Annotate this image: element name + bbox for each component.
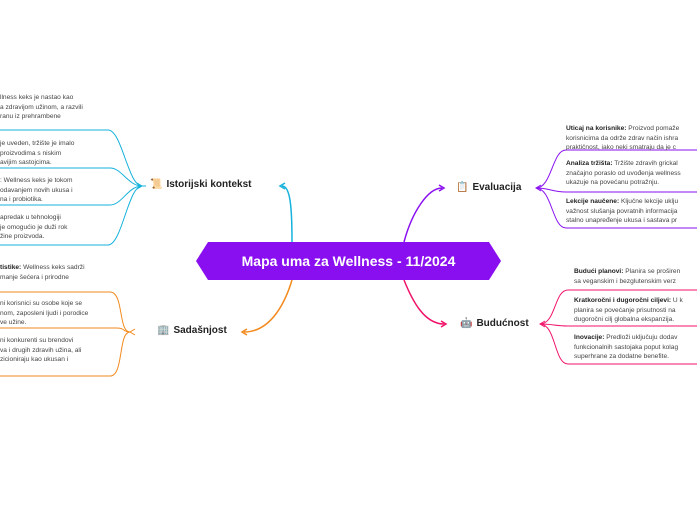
leaf-line: stalno unapređenje ukusa i sastava pr — [566, 217, 678, 225]
leaf-present-3[interactable]: ni konkurenti su brendovi va i drugih zd… — [0, 336, 81, 365]
leaf-line: sa veganskim i bezglutenskim verz — [574, 277, 676, 285]
leaf-line: važnost slušanja povratnih informacija — [566, 207, 678, 215]
leaf-bold: Kratkoročni i dugoročni ciljevi: — [574, 297, 672, 304]
leaf-present-2[interactable]: ni korisnici su osobe koje se nom, zapos… — [0, 299, 88, 328]
link-central-evaluation — [403, 187, 443, 243]
leaf-line: avijim sastojcima. — [0, 159, 52, 167]
leaf-line: značajno poraslo od uvođenja wellness — [566, 169, 681, 177]
link-central-future — [403, 279, 445, 325]
leaf-present-1[interactable]: tistike: Wellness keks sadrži manje šeće… — [0, 263, 85, 282]
central-topic-title: Mapa uma za Wellness - 11/2024 — [241, 253, 456, 269]
leaf-line: Proizvod pomaže — [626, 125, 680, 132]
leaf-line: ranu iz prehrambene — [0, 113, 61, 121]
robot-icon: 🤖 — [460, 318, 473, 329]
arrow-future-leaves — [539, 320, 546, 328]
branch-future-label: Budućnost — [476, 318, 529, 329]
leaf-future-3[interactable]: Inovacije: Predloži uključuju dodav funk… — [574, 333, 678, 362]
arrow-future — [440, 320, 448, 328]
leaf-line: odavanjem novih ukusa i — [0, 186, 73, 194]
leaf-bold: tistike: — [0, 264, 22, 271]
leaf-line: a zdravijom užinom, a razvili — [0, 103, 83, 111]
arrow-evaluation — [438, 184, 446, 192]
link-historical-leaf-3 — [0, 185, 143, 206]
link-central-present — [243, 279, 293, 333]
arrow-historical-leaves — [136, 182, 143, 190]
leaf-line: na i probiotika. — [0, 196, 43, 204]
leaf-historical-1[interactable]: llness keks je nastao kao a zdravijom už… — [0, 93, 83, 122]
branch-evaluation-label: Evaluacija — [472, 182, 522, 193]
leaf-line: Tržište zdravih grickal — [612, 160, 678, 167]
central-topic[interactable]: Mapa uma za Wellness - 11/2024 — [196, 242, 501, 280]
leaf-line: U k — [671, 297, 683, 304]
leaf-line: superhrane za dodatne benefite. — [574, 353, 669, 361]
branch-historical-label: Istorijski kontekst — [166, 179, 252, 190]
branch-present-label: Sadašnjost — [173, 325, 227, 336]
link-evaluation-leaf-3 — [535, 187, 697, 229]
leaf-historical-3[interactable]: : Wellness keks je tokom odavanjem novih… — [0, 176, 73, 205]
leaf-evaluation-2[interactable]: Analiza tržišta: Tržište zdravih grickal… — [566, 159, 681, 188]
leaf-line: funkcionalnih sastojaka poput kolag — [574, 343, 679, 351]
leaf-line: ve užine. — [0, 319, 27, 327]
leaf-line: planira se povećanje prisutnosti na — [574, 306, 676, 314]
branch-present[interactable]: 🏢Sadašnjost — [157, 325, 227, 336]
branch-future[interactable]: 🤖Budućnost — [460, 318, 529, 329]
leaf-line: : Wellness keks je tokom — [0, 177, 73, 184]
leaf-future-1[interactable]: Budući planovi: Planira se proširen sa v… — [574, 267, 680, 286]
arrow-evaluation-leaves — [535, 184, 542, 192]
leaf-bold: Budući planovi: — [574, 268, 624, 275]
link-present-leaf-2 — [0, 327, 131, 333]
link-evaluation-leaf-1 — [535, 149, 697, 189]
leaf-historical-2[interactable]: je uveden, tržište je imalo proizvodima … — [0, 139, 74, 168]
leaf-line: ukazuje na povećanu potražnju. — [566, 179, 660, 187]
link-present-leaf-1 — [0, 291, 131, 333]
link-future-leaf-1 — [539, 289, 697, 325]
leaf-line: proizvodima s niskim — [0, 149, 62, 157]
leaf-line: Planira se proširen — [623, 268, 681, 275]
arrow-historical — [278, 182, 286, 190]
leaf-line: korisnicima da održe zdrav način ishra — [566, 134, 679, 142]
leaf-line: ni korisnici su osobe koje se — [0, 300, 83, 307]
building-icon: 🏢 — [157, 325, 170, 336]
leaf-bold: Lekcije naučene: — [566, 198, 620, 205]
leaf-bold: Analiza tržišta: — [566, 160, 613, 167]
leaf-historical-4[interactable]: apredak u tehnologiji je omogućio je duž… — [0, 213, 67, 242]
link-future-leaf-3 — [539, 323, 697, 365]
link-future-leaf-2 — [539, 323, 697, 327]
leaf-evaluation-3[interactable]: Lekcije naučene: Ključne lekcije uklju v… — [566, 197, 678, 226]
link-historical-leaf-2 — [0, 167, 143, 187]
leaf-line: praktičnost, iako neki smatraju da je c — [566, 144, 676, 152]
leaf-line: Ključne lekcije uklju — [619, 198, 679, 205]
arrow-present-leaves — [129, 328, 136, 336]
leaf-line: apredak u tehnologiji — [0, 214, 61, 221]
leaf-line: Wellness keks sadrži — [21, 264, 85, 271]
leaf-line: llness keks je nastao kao — [0, 94, 74, 101]
branch-evaluation[interactable]: 📋Evaluacija — [456, 182, 521, 193]
leaf-future-2[interactable]: Kratkoročni i dugoročni ciljevi: U k pla… — [574, 296, 683, 325]
leaf-line: nom, zaposleni ljudi i porodice — [0, 309, 89, 317]
link-present-leaf-3 — [0, 331, 131, 377]
clipboard-icon: 📋 — [456, 182, 469, 193]
leaf-evaluation-1[interactable]: Uticaj na korisnike: Proizvod pomaže kor… — [566, 124, 679, 153]
leaf-bold: Inovacije: — [574, 334, 605, 341]
scroll-icon: 📜 — [150, 179, 163, 190]
branch-historical[interactable]: 📜Istorijski kontekst — [150, 179, 251, 190]
leaf-line: je uveden, tržište je imalo — [0, 140, 75, 147]
leaf-line: dugoročni cilj globalna ekspanzija. — [574, 316, 675, 324]
leaf-line: zicioniraju kao ukusan i — [0, 356, 69, 364]
link-evaluation-leaf-2 — [535, 187, 697, 193]
link-central-historical — [281, 185, 293, 243]
leaf-line: ni konkurenti su brendovi — [0, 337, 74, 344]
leaf-line: Predloži uključuju dodav — [604, 334, 678, 341]
leaf-bold: Uticaj na korisnike: — [566, 125, 627, 132]
arrow-present — [240, 328, 248, 336]
leaf-line: va i drugih zdravih užina, ali — [0, 346, 82, 354]
central-topic-shape — [196, 242, 501, 280]
leaf-line: je omogućio je duži rok — [0, 223, 68, 231]
leaf-line: manje šećera i prirodne — [0, 273, 69, 281]
leaf-line: žine proizvoda. — [0, 233, 45, 241]
